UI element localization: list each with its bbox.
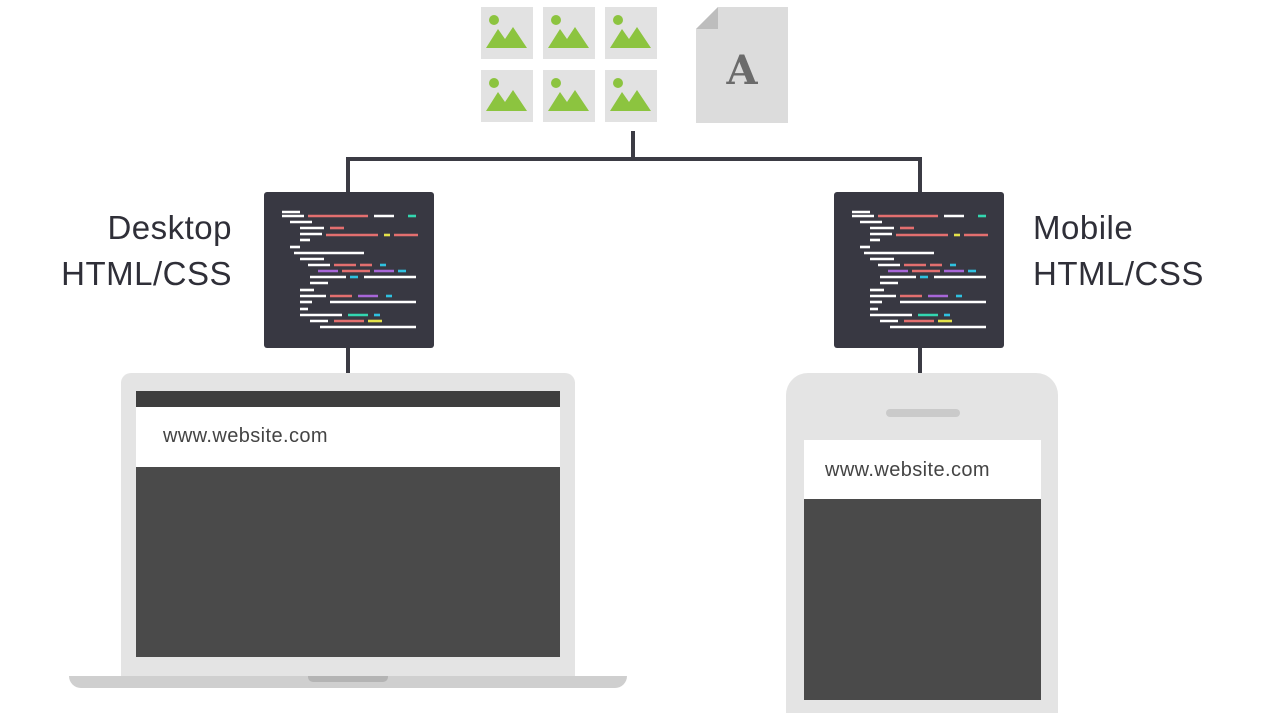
desktop-label-line2: HTML/CSS [61,255,232,292]
font-file-letter: A [726,47,758,94]
connector-stem [631,131,635,160]
mobile-label-line2: HTML/CSS [1033,255,1204,292]
connector-desktop-drop [346,157,350,193]
connector-desktop-device [346,347,350,374]
image-icon [481,7,533,59]
image-icon [605,7,657,59]
mobile-code-icon [834,192,1004,348]
connector-mobile-device [918,347,922,374]
font-file-icon: A [696,7,788,123]
desktop-label: Desktop HTML/CSS [20,205,232,297]
laptop-address-bar[interactable]: www.website.com [136,407,560,467]
image-icon [543,70,595,122]
connector-mobile-drop [918,157,922,193]
desktop-label-line1: Desktop [107,209,232,246]
image-icon [543,7,595,59]
mobile-label: Mobile HTML/CSS [1033,205,1263,297]
phone-speaker [886,409,960,417]
laptop-browser-bar [136,391,560,407]
laptop-url-text: www.website.com [163,425,328,447]
connector-horizontal [346,157,922,161]
laptop-notch [308,676,388,682]
image-icon [481,70,533,122]
phone-address-bar[interactable]: www.website.com [804,440,1041,499]
desktop-code-icon [264,192,434,348]
mobile-label-line1: Mobile [1033,209,1134,246]
phone-url-text: www.website.com [825,459,990,481]
laptop-base [69,676,627,688]
image-icon [605,70,657,122]
